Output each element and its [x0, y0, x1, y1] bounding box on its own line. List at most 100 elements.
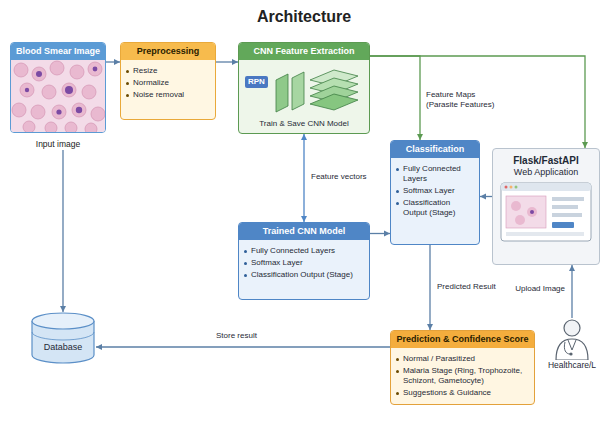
bullet-item: Suggestions & Guidance	[396, 388, 529, 398]
box-header: Blood Smear Image	[11, 43, 105, 60]
bullet-text: Malaria Stage (Ring, Trophozoite, Schizo…	[403, 366, 529, 386]
box-header: Prediction & Confidence Score	[391, 331, 534, 348]
bullet-dot	[396, 358, 399, 361]
arrow-head	[301, 134, 307, 140]
web-app-panel: Flask/FastAPIWeb Application	[492, 148, 600, 265]
database-cylinder	[30, 312, 96, 364]
box-header: Preprocessing	[121, 43, 215, 60]
picture-holder	[500, 182, 592, 242]
box-body: Fully Connected LayersSoftmax LayerClass…	[391, 158, 479, 224]
connector	[427, 245, 433, 330]
bullet-item: Softmax Layer	[396, 186, 474, 196]
bullet-text: Fully Connected Layers	[403, 164, 474, 184]
connector-label: Predicted Result	[436, 282, 497, 292]
connector-line	[62, 150, 63, 312]
connector	[96, 344, 390, 350]
process-box: PreprocessingResizeNormalizeNoise remova…	[120, 42, 216, 120]
bullet-item: Fully Connected Layers	[244, 246, 364, 256]
bullet-item: Normalize	[126, 78, 210, 88]
bullet-dot	[126, 70, 129, 73]
diagram-title: Architecture	[0, 8, 608, 26]
process-box: CNN Feature Extraction RPNTrain & Save C…	[238, 42, 370, 134]
connector-line	[96, 346, 390, 347]
user-node: Healthcare/L	[542, 318, 602, 371]
bullet-text: Normalize	[133, 78, 169, 88]
bullet-item: Fully Connected Layers	[396, 164, 474, 184]
box-body: Normal / ParasitizedMalaria Stage (Ring,…	[391, 348, 534, 404]
bullet-item: Classification Output (Stage)	[396, 198, 474, 218]
arrow-head	[569, 265, 575, 271]
process-box: ClassificationFully Connected LayersSoft…	[390, 140, 480, 245]
connector-label: Feature Maps (Parasite Features)	[425, 90, 507, 110]
box-header: Classification	[391, 141, 479, 158]
connector-label: Store result	[215, 331, 258, 341]
connector-line	[429, 245, 430, 330]
bullet-text: Softmax Layer	[403, 186, 455, 196]
bullet-dot	[396, 168, 399, 171]
app-subtitle: Web Application	[500, 167, 592, 178]
bullet-text: Resize	[133, 66, 157, 76]
database-label: Database	[44, 342, 83, 353]
bullet-item: Classification Output (Stage)	[244, 270, 364, 280]
arrow-head	[480, 194, 486, 200]
app-title: Flask/FastAPI	[500, 155, 592, 167]
bullet-dot	[396, 392, 399, 395]
picture-holder	[11, 60, 105, 132]
database-node: Database	[30, 312, 96, 364]
connector	[301, 134, 307, 222]
bullet-text: Classification Output (Stage)	[251, 270, 353, 280]
web-page-picture	[500, 182, 592, 242]
connector	[60, 150, 66, 312]
box-header: Trained CNN Model	[239, 223, 369, 240]
connector	[370, 231, 390, 237]
connector	[480, 194, 492, 200]
bullet-item: Normal / Parasitized	[396, 354, 529, 364]
bullet-item: Malaria Stage (Ring, Trophozoite, Schizo…	[396, 366, 529, 386]
connector	[370, 56, 423, 140]
image-card: Blood Smear Image	[10, 42, 106, 133]
rpn-badge: RPN	[245, 76, 268, 88]
arrow-head	[60, 306, 66, 312]
box-body: ResizeNormalizeNoise removal	[121, 60, 215, 106]
bullet-dot	[396, 190, 399, 193]
connector-line	[571, 265, 572, 318]
connector	[106, 59, 120, 65]
process-box: Prediction & Confidence ScoreNormal / Pa…	[390, 330, 535, 405]
bullet-dot	[126, 94, 129, 97]
box-caption: Train & Save CNN Model	[244, 119, 364, 129]
bullet-text: Classification Output (Stage)	[403, 198, 474, 218]
bullet-text: Softmax Layer	[251, 258, 303, 268]
doctor-icon	[552, 318, 592, 360]
picture-holder	[542, 318, 602, 360]
bullet-text: Noise removal	[133, 90, 184, 100]
arrow-head	[96, 344, 102, 350]
bullet-item: Resize	[126, 66, 210, 76]
image-caption: Input image	[10, 139, 106, 150]
bullet-item: Softmax Layer	[244, 258, 364, 268]
picture-holder	[244, 64, 364, 116]
input-image-box: Blood Smear Image Input image	[10, 42, 106, 150]
bullet-item: Noise removal	[126, 90, 210, 100]
connector-line	[370, 56, 585, 148]
process-box: Trained CNN ModelFully Connected LayersS…	[238, 222, 370, 300]
connector-label: Upload Image	[500, 284, 566, 294]
bullet-dot	[126, 82, 129, 85]
bullet-dot	[396, 202, 399, 205]
bullet-dot	[244, 262, 247, 265]
box-body: Fully Connected LayersSoftmax LayerClass…	[239, 240, 369, 286]
connector-line	[303, 134, 304, 222]
connector-label: Feature vectors	[310, 172, 368, 182]
connector-line	[370, 56, 420, 140]
bullet-dot	[244, 250, 247, 253]
box-body: RPN Train & Save CNN Model	[239, 60, 369, 133]
blood-smear-picture	[11, 60, 105, 132]
connector	[216, 59, 238, 65]
bullet-text: Suggestions & Guidance	[403, 388, 491, 398]
connector	[569, 265, 575, 318]
user-label: Healthcare/L	[542, 360, 602, 371]
connector	[370, 56, 588, 148]
bullet-dot	[244, 274, 247, 277]
bullet-text: Fully Connected Layers	[251, 246, 335, 256]
cnn-layers-picture	[274, 66, 366, 114]
